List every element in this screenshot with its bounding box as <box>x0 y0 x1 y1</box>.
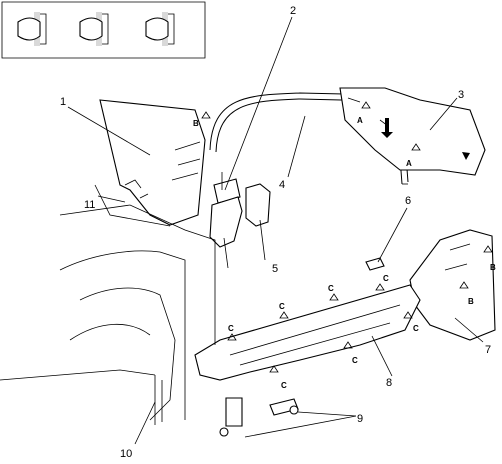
clip-marker <box>459 281 469 289</box>
clip-tags: B A A B B C C C C C C C <box>193 101 496 390</box>
clip-marker <box>483 245 493 253</box>
leader-lines <box>67 16 484 445</box>
kick-panel <box>194 284 421 381</box>
clip-tag-c: C <box>228 324 234 333</box>
callout-11: 11 <box>84 199 95 211</box>
clip-tag-b: B <box>193 119 199 128</box>
callout-4: 4 <box>279 179 285 191</box>
clip-marker <box>269 365 279 373</box>
callout-6: 6 <box>405 195 411 207</box>
clip-tag-b: B <box>490 263 496 272</box>
clip-tag-c: C <box>352 356 358 365</box>
callout-8: 8 <box>386 377 392 389</box>
clip-tag-c: C <box>383 274 389 283</box>
clip-detail-1 <box>17 12 47 46</box>
bolt <box>213 172 241 204</box>
clip-marker <box>201 111 211 119</box>
clip-marker <box>343 341 353 349</box>
callout-7: 7 <box>485 344 491 356</box>
clip-detail-3 <box>145 12 175 46</box>
clip-marker <box>411 143 421 151</box>
clip-marker <box>329 293 339 301</box>
clip-marker <box>403 311 413 319</box>
clip-tag-a: A <box>406 159 412 168</box>
rear-pillar-trim <box>339 87 486 176</box>
fasteners <box>219 397 299 437</box>
callout-10: 10 <box>120 448 132 460</box>
clip-marker <box>361 101 371 109</box>
callout-labels: 1 2 3 4 5 6 7 8 9 10 11 <box>60 5 491 460</box>
clip-tag-b: B <box>468 297 474 306</box>
upper-side-trim <box>99 99 206 226</box>
belt-guide-bracket <box>245 183 271 227</box>
callout-3: 3 <box>458 89 464 101</box>
callout-5: 5 <box>272 263 278 275</box>
clip-tag-c: C <box>413 324 419 333</box>
clip-tag-c: C <box>279 302 285 311</box>
trim-clip <box>365 257 385 271</box>
direction-arrow <box>450 152 470 160</box>
clip-marker <box>279 311 289 319</box>
clip-tag-a: A <box>357 116 363 125</box>
clip-marker <box>227 333 237 341</box>
callout-9: 9 <box>357 413 363 425</box>
callout-2: 2 <box>290 5 296 17</box>
clip-detail-2 <box>79 12 109 46</box>
direction-arrow <box>381 118 393 138</box>
clip-tag-c: C <box>328 284 334 293</box>
seat-belt-anchor <box>209 196 243 269</box>
body-panel <box>0 184 216 425</box>
callout-1: 1 <box>60 96 66 108</box>
clip-tag-c: C <box>281 381 287 390</box>
lower-rear-trim <box>409 229 496 341</box>
clip-marker <box>375 283 385 291</box>
clip-detail-inset <box>1 1 206 59</box>
